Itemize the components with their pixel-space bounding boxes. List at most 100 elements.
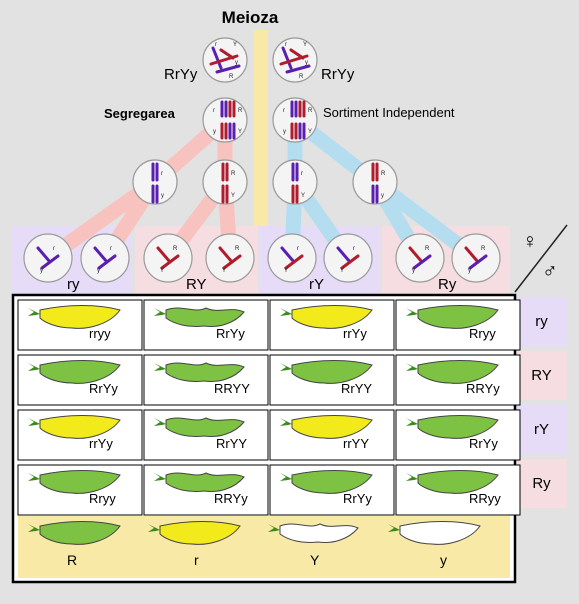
gamete-cell-0-letter-1: r — [53, 246, 55, 252]
meiosis1-cell-0-letter-2: y — [161, 193, 164, 199]
legend-pod-3-body — [399, 521, 481, 545]
parent-cell-right-letter-2: Y — [303, 42, 307, 48]
pea-pod-r3-c0-body — [39, 470, 121, 494]
genotype-r1-c1: RRYY — [214, 381, 250, 396]
genotype-r3-c3: RRyy — [469, 491, 501, 506]
male-symbol: ♂ — [542, 260, 558, 283]
pea-pod-r0-c3 — [406, 305, 499, 329]
pea-pod-r0-c0 — [28, 305, 121, 329]
pea-pod-r1-c3-body — [417, 360, 499, 384]
right-parent-genotype: RrYy — [321, 66, 355, 83]
gamete-cell-5-chromosome-2 — [340, 254, 360, 270]
pea-pod-r0-c0-body — [39, 305, 121, 329]
gamete-cell-6-letter-2: y — [412, 268, 415, 274]
pea-pod-r3-c3-body — [417, 470, 499, 494]
segregation-cell-left-letter-2: R — [238, 108, 243, 114]
meiosis1-cell-0 — [132, 159, 178, 205]
gamete-cell-4-chromosome-1 — [280, 246, 296, 264]
gamete-cell-3-chromosome-2 — [222, 254, 242, 270]
genotype-r2-c1: RrYY — [216, 436, 248, 451]
meiosis1-cell-2-letter-2: Y — [301, 193, 305, 199]
pea-pod-r1-c3 — [406, 360, 499, 384]
gamete-label-top-Ry: Ry — [438, 276, 457, 293]
meiosis1-cell-2 — [272, 159, 318, 205]
legend-pod-0 — [28, 521, 121, 545]
meiosis1-cell-1 — [202, 159, 248, 205]
gamete-label-side-RY: RY — [531, 367, 552, 384]
gamete-cell-3-letter-1: R — [235, 246, 240, 252]
gamete-cell-1-letter-1: r — [110, 246, 112, 252]
gamete-cell-3-letter-2: Y — [222, 268, 226, 274]
parent-cell-right-chromosome-4 — [285, 64, 311, 74]
legend-label-R: R — [67, 552, 78, 568]
gamete-label-side-Ry: Ry — [532, 475, 551, 492]
gamete-cell-2-letter-2: Y — [160, 268, 164, 274]
parent-cell-left-chromosome-1 — [211, 46, 223, 70]
female-symbol: ♀ — [522, 230, 538, 253]
gamete-cell-7-chromosome-2 — [468, 254, 488, 270]
genotype-r1-c3: RRYy — [466, 381, 500, 396]
gamete-cell-4-letter-2: Y — [284, 268, 288, 274]
pea-pod-r1-c2-stem — [280, 363, 292, 371]
gamete-cell-1-chromosome-2 — [97, 254, 117, 270]
pea-pod-r3-c0 — [28, 470, 121, 494]
gamete-cell-0-chromosome-2 — [40, 254, 60, 270]
parent-cell-left-letter-1: r — [215, 42, 217, 48]
meiosis1-cell-1-letter-2: Y — [231, 193, 235, 199]
segregation-cell-left-letter-1: r — [213, 108, 215, 114]
segregation-cell-right-letter-2: R — [308, 108, 313, 114]
side-panel-Ry — [516, 459, 567, 508]
parent-cell-left-chromosome-3 — [209, 54, 239, 66]
gamete-cell-5-chromosome-1 — [336, 246, 352, 264]
segregation-cell-left-letter-3: y — [213, 129, 216, 135]
legend-pod-1-stem — [148, 524, 160, 532]
pea-pod-r3-c1 — [154, 472, 245, 492]
genotype-r2-c3: RrYy — [469, 436, 498, 451]
segregation-cell-right — [272, 97, 318, 143]
legend-pod-2-body — [279, 523, 359, 543]
pea-pod-r0-c1-body — [165, 307, 245, 327]
genotype-r1-c2: RrYY — [341, 381, 373, 396]
meiosis1-cell-3-letter-2: y — [381, 193, 384, 199]
gamete-cell-3-chromosome-1 — [218, 246, 234, 264]
pea-pod-r0-c3-body — [417, 305, 499, 329]
pea-pod-r3-c1-body — [165, 472, 245, 492]
genotype-r0-c3: Rryy — [469, 326, 496, 341]
pea-pod-r2-c2-stem — [280, 418, 292, 426]
parent-cell-right-letter-1: r — [285, 42, 287, 48]
gamete-cell-7-chromosome-1 — [464, 246, 480, 264]
gamete-cell-2-chromosome-2 — [160, 254, 180, 270]
gamete-cell-0-letter-2: y — [40, 268, 43, 274]
pea-pod-r1-c2 — [280, 360, 373, 384]
meiosis1-cell-3 — [352, 159, 398, 205]
side-panel-RY — [516, 351, 567, 400]
parent-cell-left-letter-3: y — [235, 60, 238, 66]
genotype-r2-c0: rrYy — [89, 436, 113, 451]
pea-pod-r2-c2-body — [291, 415, 373, 439]
segregation-cell-right-letter-3: y — [283, 129, 286, 135]
gamete-label-top-rY: rY — [309, 276, 324, 293]
corner-diagonal-line — [514, 224, 568, 293]
pea-pod-r0-c3-stem — [406, 308, 418, 316]
parent-cell-right-chromosome-3 — [279, 54, 309, 66]
genotype-r1-c0: RrYy — [89, 381, 118, 396]
pea-pod-r0-c1-stem — [154, 308, 166, 316]
genotype-r2-c2: rrYY — [343, 436, 369, 451]
genotype-r0-c0: rryy — [89, 326, 111, 341]
genotype-r3-c0: Rryy — [89, 491, 116, 506]
left-parent-genotype: RrYy — [164, 66, 198, 83]
legend-label-y: y — [440, 552, 447, 568]
parent-cell-left-chromosome-4 — [215, 64, 241, 74]
gamete-cell-1-chromosome-1 — [93, 246, 109, 264]
pea-pod-r2-c0-body — [39, 415, 121, 439]
pea-pod-r1-c3-stem — [406, 363, 418, 371]
meiosis1-cell-0-letter-1: r — [161, 171, 163, 177]
pea-pod-r3-c3-stem — [406, 473, 418, 481]
pea-pod-r3-c0-stem — [28, 473, 40, 481]
gamete-cell-6-chromosome-2 — [412, 254, 432, 270]
center-divider-bar — [254, 30, 268, 226]
pea-pod-r2-c1-body — [165, 417, 245, 437]
gamete-cell-6-letter-1: R — [425, 246, 430, 252]
